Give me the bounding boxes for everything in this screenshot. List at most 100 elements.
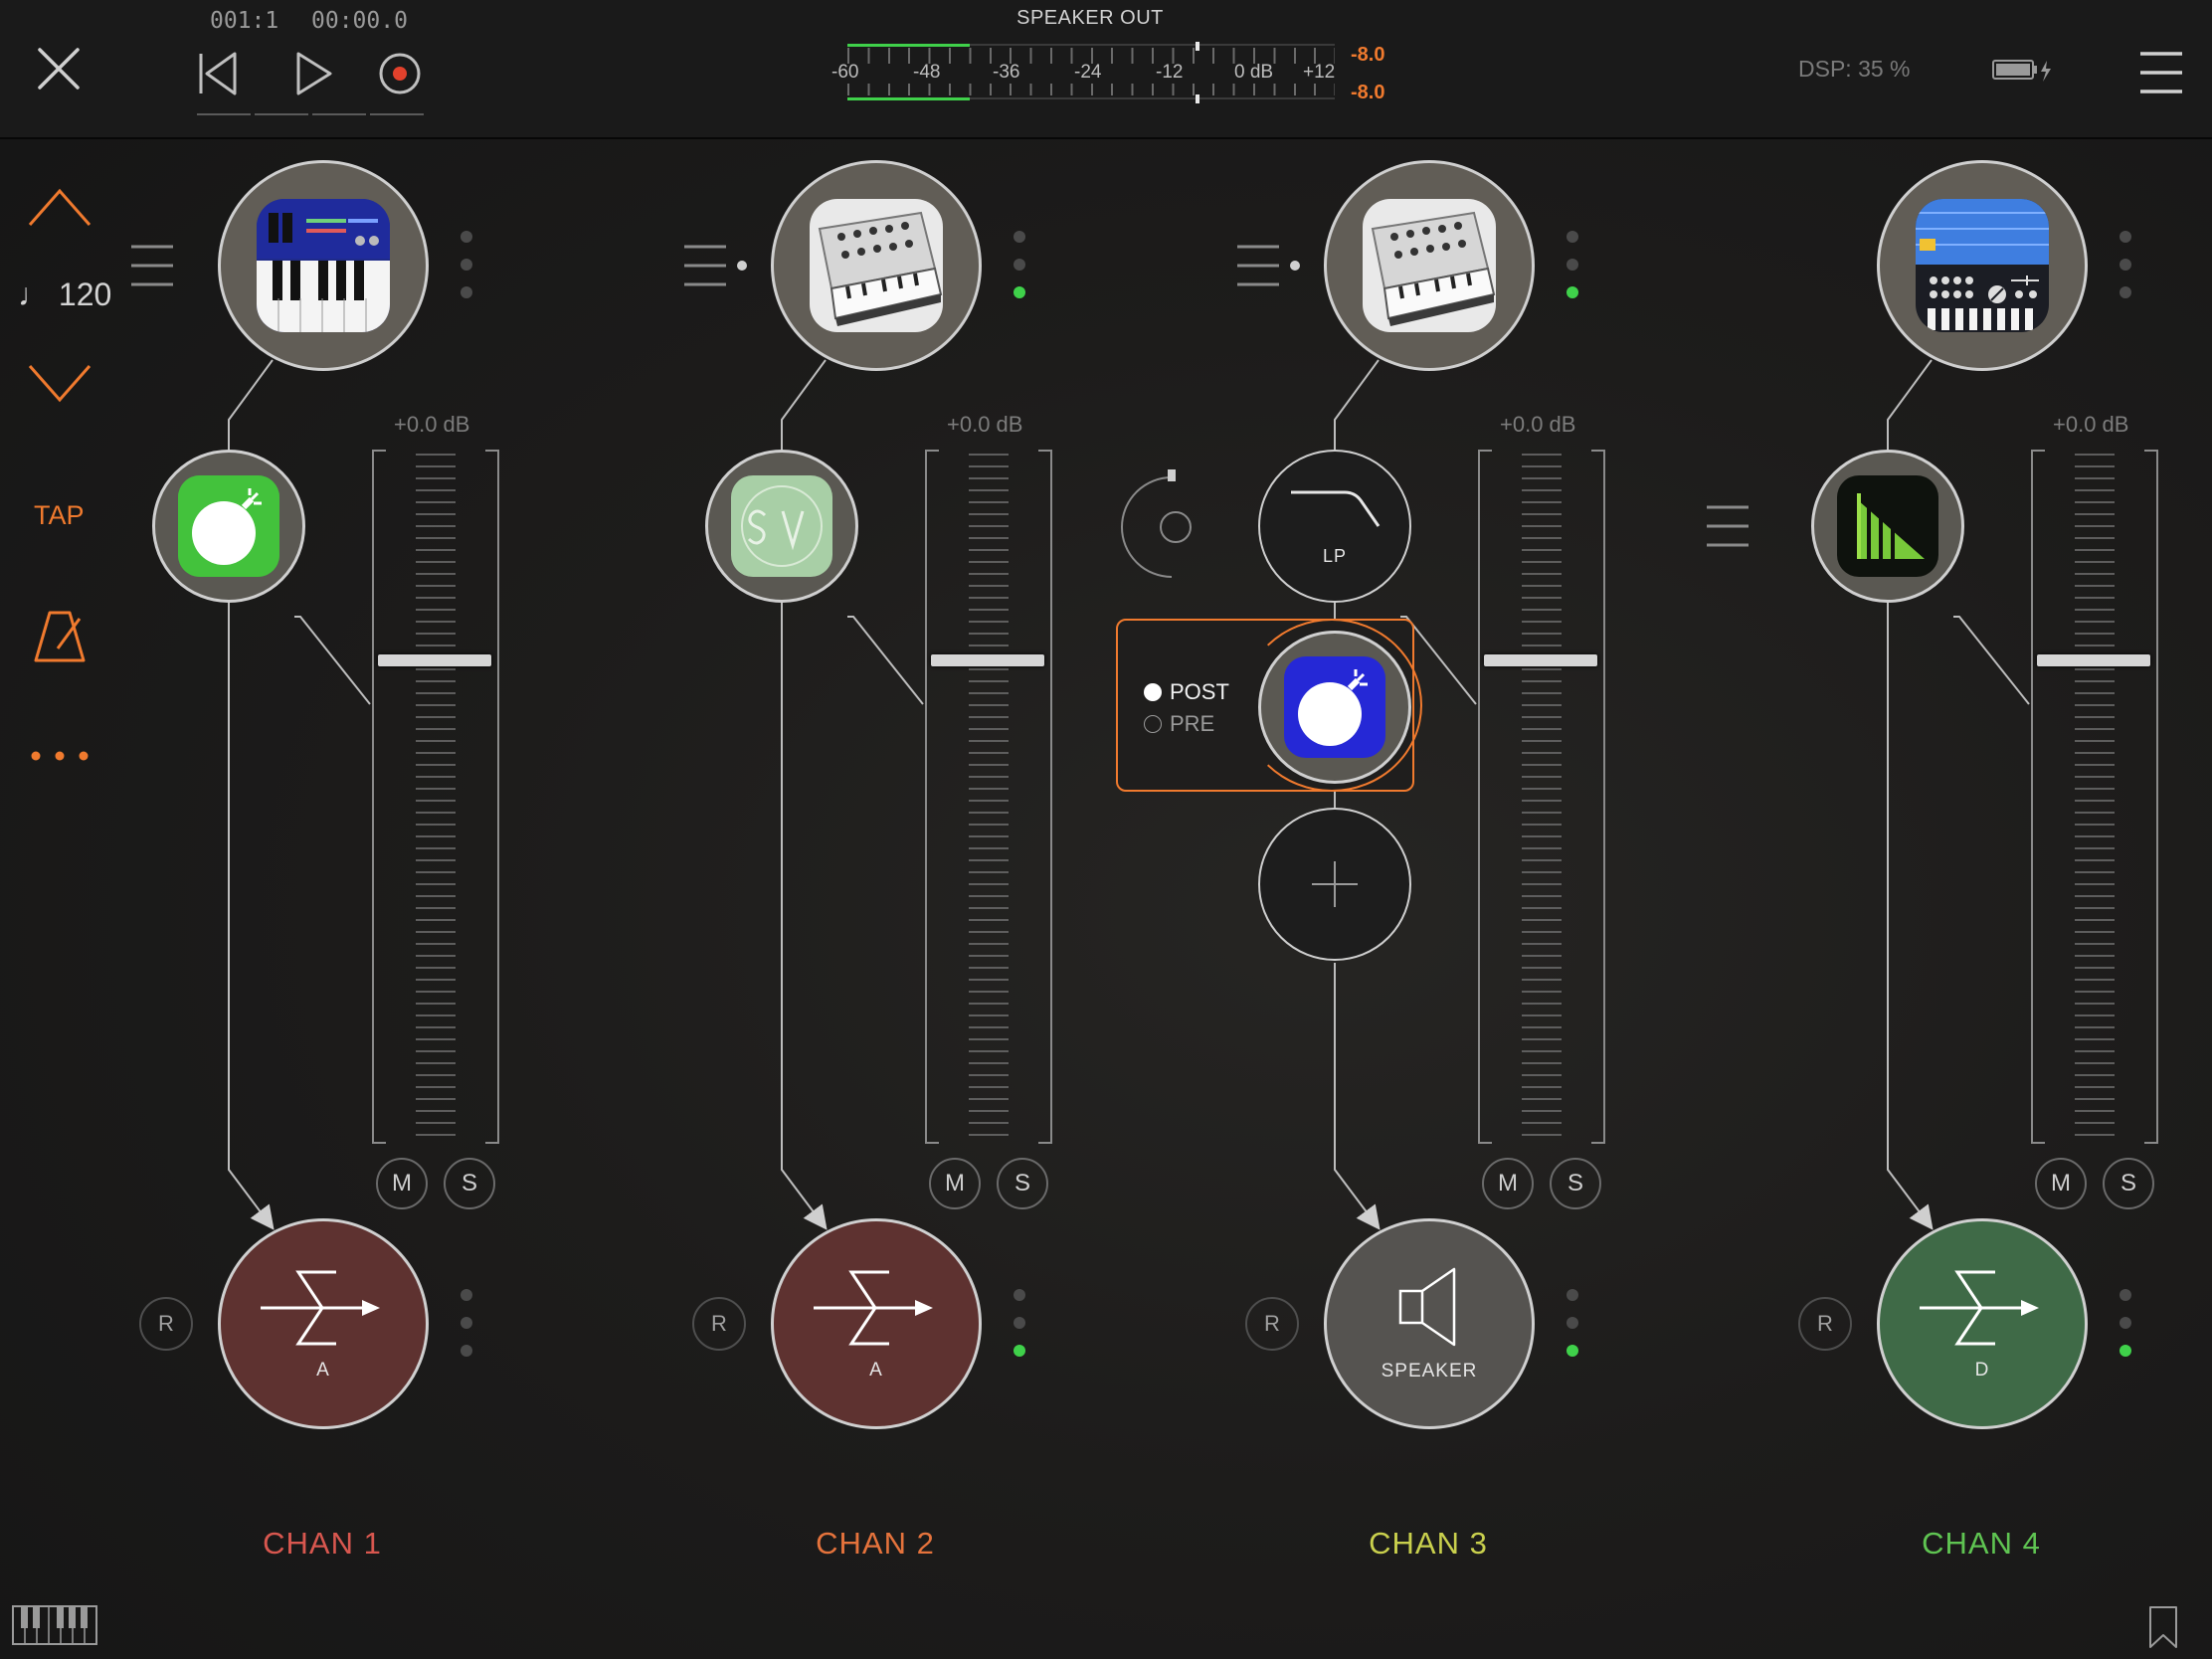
output-indicator-dot	[1567, 1345, 1578, 1357]
record-icon[interactable]	[378, 52, 422, 95]
fader-scale	[969, 454, 1009, 1140]
output-speaker-node[interactable]: SPEAKER	[1324, 1218, 1535, 1429]
record-arm-button[interactable]: R	[1245, 1297, 1299, 1351]
more-options-icon[interactable]	[30, 750, 90, 762]
mute-button[interactable]: M	[376, 1158, 428, 1209]
analog-synth-icon	[1363, 199, 1496, 332]
meter-track-left	[847, 44, 1335, 46]
midi-indicator-dot	[461, 231, 472, 243]
channel-name[interactable]: CHAN 4	[1922, 1526, 2041, 1561]
volume-fader-handle[interactable]	[2037, 653, 2150, 666]
volume-fader-handle[interactable]	[378, 653, 491, 666]
lowpass-filter-node[interactable]: LP	[1258, 450, 1411, 603]
source-instrument-node[interactable]	[771, 160, 982, 371]
midi-indicator-dot	[461, 286, 472, 298]
filter-label: LP	[1322, 545, 1348, 566]
tap-tempo-button[interactable]: TAP	[34, 500, 85, 530]
output-indicator-dot	[461, 1345, 472, 1357]
output-indicator-dot	[1014, 1317, 1025, 1329]
battery-charging-icon	[1991, 58, 2055, 84]
output-label: A	[869, 1360, 883, 1381]
position-bars: 001:1	[210, 8, 279, 34]
solo-button[interactable]: S	[1550, 1158, 1601, 1209]
close-icon[interactable]	[36, 46, 82, 92]
meter-peak-mark-left	[1196, 42, 1199, 51]
gain-readout: +0.0 dB	[1500, 412, 1576, 437]
effect-menu-icon[interactable]	[1705, 503, 1751, 549]
solo-button[interactable]: S	[2103, 1158, 2154, 1209]
filter-cutoff-knob[interactable]	[1118, 465, 1194, 583]
send-panel-arc	[1241, 619, 1422, 792]
gain-readout: +0.0 dB	[2053, 412, 2129, 437]
record-arm-button[interactable]: R	[139, 1297, 193, 1351]
volume-fader-handle[interactable]	[1484, 653, 1597, 666]
source-instrument-node[interactable]	[218, 160, 429, 371]
record-arm-button[interactable]: R	[1798, 1297, 1852, 1351]
channel-menu-icon[interactable]	[129, 243, 175, 288]
solo-button[interactable]: S	[444, 1158, 495, 1209]
meter-ticks-bottom	[847, 84, 1335, 95]
piano-keyboard-icon[interactable]	[12, 1605, 97, 1645]
play-icon[interactable]	[294, 50, 334, 97]
radio-unselected-icon	[1144, 715, 1162, 733]
peak-right: -8.0	[1351, 82, 1385, 103]
channel-menu-icon[interactable]	[682, 243, 748, 288]
output-indicator-dot	[2120, 1345, 2131, 1357]
analog-synth-icon	[810, 199, 943, 332]
tempo-readout[interactable]: ♩ 120	[18, 276, 112, 312]
effect-node-selected[interactable]	[1258, 631, 1411, 784]
fader-bracket-left	[1478, 450, 1492, 1144]
post-option[interactable]: POST	[1144, 679, 1229, 705]
mute-button[interactable]: M	[929, 1158, 981, 1209]
fader-scale	[416, 454, 456, 1140]
source-instrument-node[interactable]	[1324, 160, 1535, 371]
meter-scale-label: -24	[1074, 62, 1102, 83]
output-bus-node[interactable]: A	[218, 1218, 429, 1429]
add-effect-button[interactable]	[1258, 808, 1411, 961]
tempo-up-icon[interactable]	[28, 187, 92, 227]
tempo-down-icon[interactable]	[28, 364, 92, 404]
output-bus-node[interactable]: A	[771, 1218, 982, 1429]
effect-node[interactable]	[1811, 450, 1964, 603]
meter-scale-label: -12	[1156, 62, 1184, 83]
plus-icon	[1310, 859, 1360, 909]
effect-node[interactable]	[152, 450, 305, 603]
source-instrument-node[interactable]	[1877, 160, 2088, 371]
fader-bracket-left	[2031, 450, 2045, 1144]
volume-fader-handle[interactable]	[931, 653, 1044, 666]
menu-icon[interactable]	[2138, 50, 2184, 95]
channel-menu-icon[interactable]	[1235, 243, 1301, 288]
dsp-readout: DSP: 35 %	[1798, 56, 1911, 82]
metronome-icon[interactable]	[34, 609, 86, 664]
output-indicator-dot	[1014, 1345, 1025, 1357]
gain-readout: +0.0 dB	[947, 412, 1023, 437]
channel-name[interactable]: CHAN 2	[816, 1526, 935, 1561]
pre-option[interactable]: PRE	[1144, 711, 1214, 737]
position-time: 00:00.0	[311, 8, 408, 34]
channel-name[interactable]: CHAN 3	[1369, 1526, 1488, 1561]
solo-button[interactable]: S	[997, 1158, 1048, 1209]
bomb-fx-icon	[1284, 656, 1385, 758]
output-indicator-dot	[1014, 1289, 1025, 1301]
meter-ticks-top	[847, 48, 1335, 64]
record-arm-button[interactable]: R	[692, 1297, 746, 1351]
midi-indicator-dot	[1014, 231, 1025, 243]
bookmark-icon[interactable]	[2148, 1605, 2178, 1649]
meter-scale-label: -60	[831, 62, 859, 83]
fader-bracket-right	[1591, 450, 1605, 1144]
mute-button[interactable]: M	[1482, 1158, 1534, 1209]
speaker-icon	[1394, 1265, 1464, 1349]
output-bus-node[interactable]: D	[1877, 1218, 2088, 1429]
sv-fx-icon	[731, 475, 832, 577]
channel-name[interactable]: CHAN 1	[263, 1526, 382, 1561]
effect-node[interactable]	[705, 450, 858, 603]
output-indicator-dot	[461, 1317, 472, 1329]
output-indicator-dot	[2120, 1317, 2131, 1329]
mute-button[interactable]: M	[2035, 1158, 2087, 1209]
fader-bracket-left	[925, 450, 939, 1144]
gain-readout: +0.0 dB	[394, 412, 470, 437]
midi-indicator-dot	[2120, 286, 2131, 298]
rewind-icon[interactable]	[197, 50, 241, 97]
meter-scale-label: -36	[993, 62, 1020, 83]
